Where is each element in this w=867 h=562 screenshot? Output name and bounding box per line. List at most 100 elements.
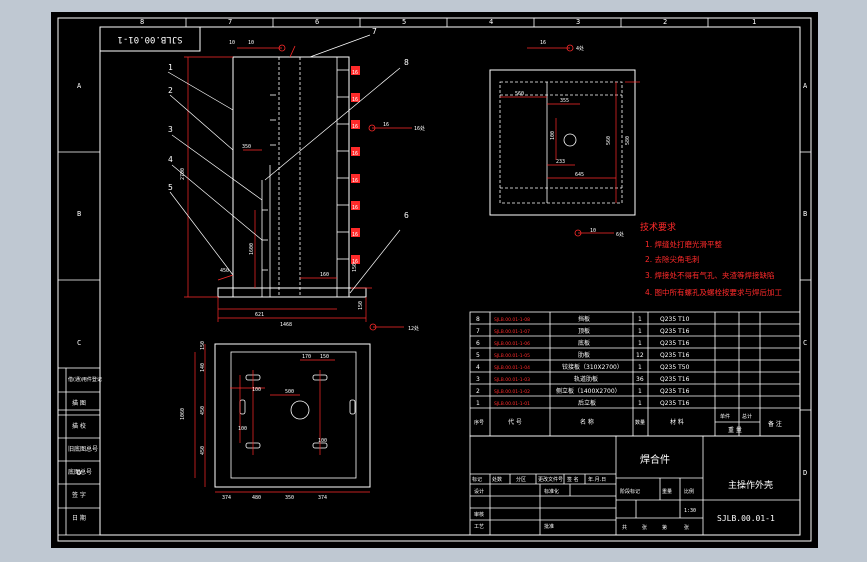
bot-dim-450b: 450	[200, 446, 206, 455]
bot-dim-450a: 450	[200, 406, 206, 415]
part-no-2: 2	[168, 86, 173, 95]
left-block-labels: 借(通)用件登记 描 图 描 校 旧底图总号 底图总号 签 字 日 期	[68, 376, 102, 522]
tb-sheets-no: 第	[662, 524, 667, 531]
front-dim-1600: 1600	[249, 243, 255, 255]
bot-dim-374a: 374	[222, 495, 231, 501]
bot-dim-350: 350	[285, 495, 294, 501]
bom-row-no: 6	[476, 340, 480, 347]
weld-notes: 10 16 10 16 4处 10 6处 12处 16处	[229, 40, 624, 332]
bom-row-name: 挡板	[578, 315, 590, 323]
top-dim-580: 580	[625, 136, 631, 145]
bom-row: 5 SJLB.00.01-1-05 肋板 12 Q235 T16	[476, 351, 690, 359]
left-label-date: 日 期	[72, 514, 86, 522]
bom-row-no: 3	[476, 376, 480, 383]
bom-row-mat: Q235 T16	[660, 376, 690, 383]
top-dim-560b: 560	[606, 136, 612, 145]
tb-process: 工艺	[474, 524, 484, 530]
part-no-6: 6	[404, 211, 409, 220]
tb-sheets-total: 共	[622, 524, 627, 531]
front-dim-350: 350	[242, 144, 251, 150]
part-no-8: 8	[404, 58, 409, 67]
tech-req-title: 技术要求	[640, 221, 676, 233]
bom-row-mat: Q235 T16	[660, 328, 690, 335]
tb-ratio: 比例	[684, 488, 694, 495]
bom-row-qty: 1	[638, 316, 642, 323]
weld-note-10b: 10	[590, 228, 596, 234]
left-label-borrow: 借(通)用件登记	[68, 376, 102, 383]
bom-row: 4 SJLB.00.01-1-04 铰接板（310X2700） 1 Q235 T…	[476, 363, 690, 371]
bot-dim-150a: 150	[200, 341, 206, 350]
front-dim-1468: 1468	[280, 322, 292, 328]
left-label-base-no: 底图总号	[68, 468, 92, 476]
tb-date: 年.月.日	[588, 476, 606, 483]
border-letter-a: A	[77, 82, 82, 90]
weld-note-10c: 10	[229, 40, 235, 46]
bom-row-code: SJLB.00.01-1-07	[494, 329, 530, 335]
bom-row-no: 8	[476, 316, 480, 323]
weld-note-6: 6处	[616, 231, 624, 238]
left-label-check: 描 校	[72, 422, 86, 430]
border-number-5: 5	[402, 18, 406, 26]
drawing-name: 主操作外壳	[728, 479, 773, 491]
tech-req-item-1: 1. 焊缝处打磨光滑平整	[645, 239, 723, 249]
top-dim-100: 100	[550, 131, 556, 140]
tb-mark: 标记	[472, 476, 482, 483]
bom-row-name: 顶板	[578, 327, 590, 335]
border-number-1: 1	[752, 18, 756, 26]
border-numbers: 8 7 6 5 4 3 2 1	[140, 18, 756, 26]
svg-text:16: 16	[352, 97, 358, 103]
bom-row-mat: Q235 T50	[660, 364, 690, 371]
bom-row-mat: Q235 T16	[660, 388, 690, 395]
bom-row-qty: 1	[638, 364, 642, 371]
top-dim-645: 645	[575, 172, 584, 178]
svg-text:16: 16	[352, 205, 358, 211]
left-label-old-no: 旧底图总号	[68, 445, 98, 453]
part-no-1: 1	[168, 63, 173, 72]
tb-change-no: 更改文件号	[538, 476, 563, 483]
top-dim-560: 560	[515, 91, 524, 97]
bot-dim-500: 500	[285, 389, 294, 395]
tb-sheet-unit-2: 张	[684, 524, 689, 531]
bom-row-code: SJLB.00.01-1-08	[494, 317, 530, 323]
front-dim-450: 450	[220, 268, 229, 274]
tech-req-item-4: 4. 图中所有螺孔及螺栓按要求与焊后加工	[645, 287, 783, 297]
bom-row-mat: Q235 T16	[660, 340, 690, 347]
bom-header-code: 代 号	[508, 418, 522, 426]
left-label-sign: 签 字	[72, 491, 86, 499]
drawing-code: SJLB.00.01-1	[717, 514, 775, 523]
bom-row-qty: 1	[638, 400, 642, 407]
front-dim-150: 150	[352, 263, 358, 272]
svg-text:16: 16	[352, 70, 358, 76]
inner-border	[99, 26, 801, 536]
bom-row-code: SJLB.00.01-1-02	[494, 389, 530, 395]
part-leaders	[167, 34, 401, 294]
bom-header-unit-weight: 单件	[720, 413, 730, 420]
bot-dim-140: 140	[200, 363, 206, 372]
title-block: 焊合件 主操作外壳 SJLB.00.01-1 1:30 标记 处数 分区 更改文…	[469, 435, 801, 536]
border-letter-b-right: B	[803, 210, 807, 218]
tb-approve: 批准	[544, 523, 554, 530]
weld-note-16a: 16	[540, 40, 546, 46]
border-number-4: 4	[489, 18, 493, 26]
border-number-6: 6	[315, 18, 319, 26]
front-dim-150b: 150	[358, 301, 364, 310]
bom-row: 3 SJLB.00.01-1-03 轨道肋板 36 Q235 T16	[476, 375, 690, 383]
top-code-box	[99, 26, 201, 52]
tb-zone: 分区	[516, 476, 526, 483]
left-side-block	[57, 367, 101, 536]
tb-standard: 标准化	[544, 488, 559, 495]
tech-req-item-2: 2. 去除尖角毛刺	[645, 254, 700, 264]
top-view: 560 355 100 580 560 233 645	[489, 69, 640, 216]
tb-stage: 阶段标记	[620, 488, 640, 495]
bot-dim-1060: 1060	[180, 408, 186, 420]
border-number-2: 2	[663, 18, 667, 26]
border-letter-d-right: D	[803, 469, 807, 477]
front-dim-621: 621	[255, 312, 264, 318]
bom-header-no: 序号	[474, 419, 484, 426]
part-number-labels: 1 2 3 4 5 6 7 8	[168, 27, 409, 220]
bom-row-mat: Q235 T16	[660, 400, 690, 407]
drawing-background	[51, 12, 818, 548]
front-dim-160: 160	[320, 272, 329, 278]
top-code-text: SJLB.00.01-1	[117, 34, 182, 44]
